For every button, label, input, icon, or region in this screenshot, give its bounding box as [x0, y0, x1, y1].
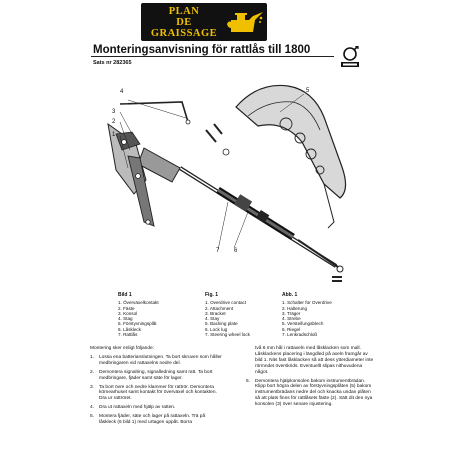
legend-item: 7. Steering wheel lock — [205, 332, 250, 338]
instructions-right-column: två 6 mm hål i rattaxeln med låsklacken … — [246, 346, 374, 411]
step-number: 4. — [90, 405, 95, 411]
legend-title: Abb. 1 — [282, 292, 298, 298]
instruction-step: två 6 mm hål i rattaxeln med låsklacken … — [246, 346, 374, 376]
legend-item: 1. Overdrive contact — [205, 300, 247, 306]
plan-de-graissage-logo: PLAN DE GRAISSAGE — [141, 3, 267, 41]
step-text: Ta bort övre och nedre klammer för rattr… — [99, 384, 217, 402]
callout-7: 7 — [216, 248, 220, 254]
legend-item: 7. Rattlås — [118, 332, 138, 338]
callout-6: 6 — [234, 248, 238, 254]
callout-4: 4 — [120, 89, 124, 95]
step-text: Demontera hjälpkonsolen bakom instrument… — [255, 378, 373, 408]
kit-number: Sats nr 282365 — [93, 60, 132, 66]
step-number: 2. — [90, 369, 95, 375]
logo-line-3: GRAISSAGE — [150, 28, 218, 39]
callout-5: 5 — [306, 88, 310, 94]
legend-swedish: Bild 1 1. Överväxelkontakt 2. Fäste 3. K… — [118, 292, 159, 338]
legend-item: 2. Fäste — [118, 305, 135, 311]
legend-item: 5. Versteifungsblech — [282, 321, 324, 327]
callout-1: 1 — [112, 132, 116, 138]
instructions-intro: Montering sker enligt följande: — [90, 346, 154, 351]
instruction-step: 5. Montera fjäder, säte och lager på rat… — [90, 414, 222, 426]
legend-item: 4. Strebe — [282, 316, 301, 322]
legend-title: Fig. 1 — [205, 292, 219, 298]
instruction-step: 2. Demontera signalring, signalledning s… — [90, 370, 222, 382]
instruction-step: 1. Lossa ena batterianslutningen. Ta bor… — [90, 355, 222, 367]
legend-item: 6. Lock lug — [205, 326, 228, 332]
legend-item: 6. Låskleck — [118, 326, 141, 332]
step-number: 3. — [90, 384, 95, 390]
step-number: 1. — [90, 354, 95, 360]
oil-can-icon — [227, 12, 263, 32]
step-number: 6. — [246, 378, 251, 384]
logo-line-2: DE — [176, 17, 192, 28]
legend-item: 1. Överväxelkontakt — [118, 300, 159, 306]
legend-item: 5. Förstyvningsplåt — [118, 321, 157, 327]
step-number: 5. — [90, 414, 95, 420]
legend-item: 4. Stag — [118, 316, 133, 322]
steering-lock-drawing: 4 3 2 1 5 6 7 — [88, 72, 368, 292]
legend-item: 4. Stay — [205, 316, 220, 322]
legend-title: Bild 1 — [118, 292, 132, 298]
legend-item: 2. Attachment — [205, 305, 234, 311]
instruction-step: 4. Dra ut rattaxeln med hjälp av ratten. — [90, 405, 222, 411]
legend-item: 6. Riegel — [282, 326, 301, 332]
callout-2: 2 — [112, 119, 116, 125]
legend-item: 3. Bracket — [205, 310, 226, 316]
legend-german: Abb. 1 1. Schalter für Overdrive 2. Halt… — [282, 292, 332, 338]
volvo-badge-icon — [341, 46, 359, 67]
instruction-step: 3. Ta bort övre och nedre klammer för ra… — [90, 385, 222, 403]
step-text: Montera fjäder, säte och lager på rattax… — [99, 414, 206, 426]
legend-item: 1. Schalter für Overdrive — [282, 300, 332, 306]
step-text: två 6 mm hål i rattaxeln med låsklacken … — [255, 346, 374, 375]
instructions-left-column: Montering sker enligt följande: 1. Lossa… — [90, 346, 222, 429]
instruction-step: 6. Demontera hjälpkonsolen bakom instrum… — [246, 379, 374, 409]
legend-item: 3. Träger — [282, 310, 301, 316]
callout-3: 3 — [112, 109, 116, 115]
page-title: Monteringsanvisning för rattlås till 180… — [93, 44, 311, 56]
legend-item: 7. Lenkradschloß — [282, 332, 318, 338]
step-text: Lossa ena batterianslutningen. Ta bort s… — [99, 354, 222, 366]
title-divider — [91, 56, 334, 57]
legend-item: 5. Backing plate — [205, 321, 238, 327]
legend-item: 3. Konsol — [118, 310, 138, 316]
legend-item: 2. Halterung — [282, 305, 308, 311]
step-text: Demontera signalring, signalledning samt… — [99, 369, 213, 381]
legend-english: Fig. 1 1. Overdrive contact 2. Attachmen… — [205, 292, 250, 338]
step-number — [246, 346, 255, 376]
logo-line-1: PLAN — [168, 6, 200, 17]
step-text: Dra ut rattaxeln med hjälp av ratten. — [99, 405, 176, 411]
logo-text: PLAN DE GRAISSAGE — [141, 6, 227, 39]
exploded-view-illustration — [107, 84, 347, 282]
